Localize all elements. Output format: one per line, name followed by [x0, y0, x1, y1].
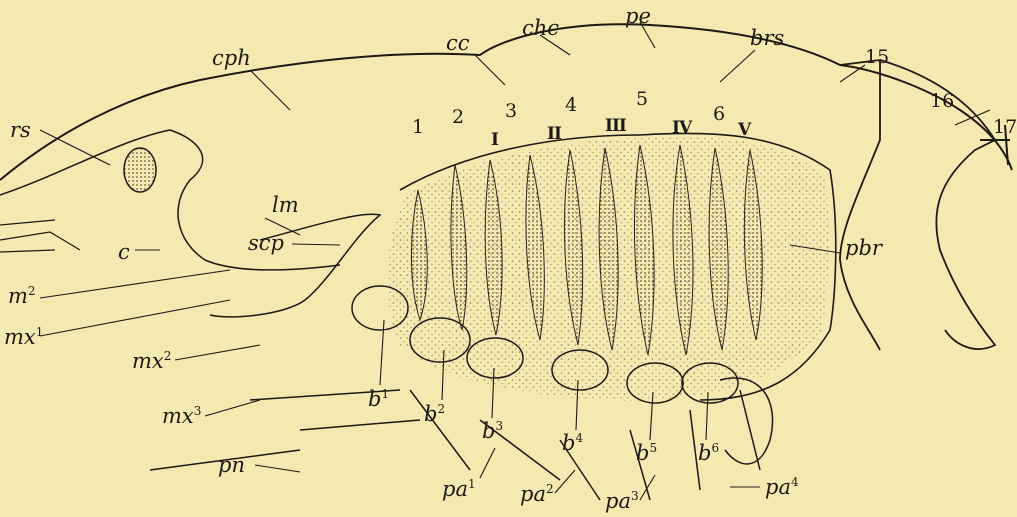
- label-c: c: [118, 242, 130, 263]
- label-pa2-sup: 2: [546, 482, 554, 496]
- gill-roman-2: II: [547, 126, 561, 143]
- gill-number-1: 1: [412, 118, 424, 137]
- label-mx2-text: mx: [132, 349, 164, 373]
- label-rs: rs: [10, 120, 31, 141]
- label-mx1-sup: 1: [36, 325, 44, 339]
- label-pa4-sup: 4: [791, 475, 799, 489]
- label-cph: cph: [212, 48, 251, 69]
- label-pa3-text: pa: [605, 489, 631, 513]
- label-scp: scp: [248, 233, 284, 254]
- label-pe: pe: [625, 6, 651, 27]
- label-b6-text: b: [698, 441, 711, 465]
- label-pbr: pbr: [845, 238, 882, 259]
- label-pa1-text: pa: [442, 477, 468, 501]
- label-b2-text: b: [424, 402, 437, 426]
- label-pa2-text: pa: [520, 482, 546, 506]
- label-pa3: pa3: [605, 490, 639, 512]
- label-b6: b6: [698, 442, 719, 464]
- label-mx1-text: mx: [4, 325, 36, 349]
- label-15: 15: [865, 48, 889, 67]
- label-b6-sup: 6: [711, 441, 719, 455]
- label-pa2: pa2: [520, 483, 554, 505]
- label-m2-text: m: [8, 284, 28, 308]
- label-mx3-sup: 3: [194, 404, 202, 418]
- label-b4: b4: [562, 432, 583, 454]
- label-pa3-sup: 3: [631, 489, 639, 503]
- label-pn: pn: [218, 455, 245, 476]
- label-m2-sup: 2: [28, 284, 36, 298]
- label-pa1-sup: 1: [468, 477, 476, 491]
- label-mx2-sup: 2: [164, 349, 172, 363]
- label-b3-text: b: [482, 419, 495, 443]
- label-m2: m2: [8, 285, 36, 307]
- eye: [124, 148, 156, 192]
- gill-number-6: 6: [713, 105, 725, 124]
- gill-roman-4: IV: [672, 120, 691, 137]
- label-pa1: pa1: [442, 478, 476, 500]
- label-b3-sup: 3: [495, 419, 503, 433]
- gill-roman-3: III: [605, 118, 626, 135]
- gill-number-2: 2: [452, 108, 464, 127]
- label-lm: lm: [272, 195, 299, 216]
- label-mx3: mx3: [162, 405, 201, 427]
- label-b5: b5: [636, 442, 657, 464]
- label-b1-text: b: [368, 387, 381, 411]
- abdominal-segment-15: [840, 60, 880, 350]
- label-b2: b2: [424, 403, 445, 425]
- label-chc: chc: [522, 18, 559, 39]
- label-b1: b1: [368, 388, 389, 410]
- label-b4-sup: 4: [575, 431, 583, 445]
- label-cc: cc: [446, 33, 470, 54]
- label-b5-sup: 5: [649, 441, 657, 455]
- label-b3: b3: [482, 420, 503, 442]
- label-mx2: mx2: [132, 350, 171, 372]
- gill-number-4: 4: [565, 96, 577, 115]
- label-17: 17: [993, 118, 1017, 137]
- label-mx3-text: mx: [162, 404, 194, 428]
- gill-number-5: 5: [636, 90, 648, 109]
- label-b2-sup: 2: [437, 402, 445, 416]
- label-b4-text: b: [562, 431, 575, 455]
- label-mx1: mx1: [4, 326, 43, 348]
- antennal-scale: [0, 220, 80, 252]
- gill-roman-1: I: [491, 132, 498, 149]
- label-b5-text: b: [636, 441, 649, 465]
- gill-number-3: 3: [505, 102, 517, 121]
- gill-roman-5: V: [738, 122, 750, 139]
- label-brs: brs: [750, 28, 784, 49]
- label-pa4: pa4: [765, 476, 799, 498]
- scaphognathite: [210, 214, 380, 317]
- label-16: 16: [930, 92, 954, 111]
- label-b1-sup: 1: [381, 387, 389, 401]
- label-pa4-text: pa: [765, 475, 791, 499]
